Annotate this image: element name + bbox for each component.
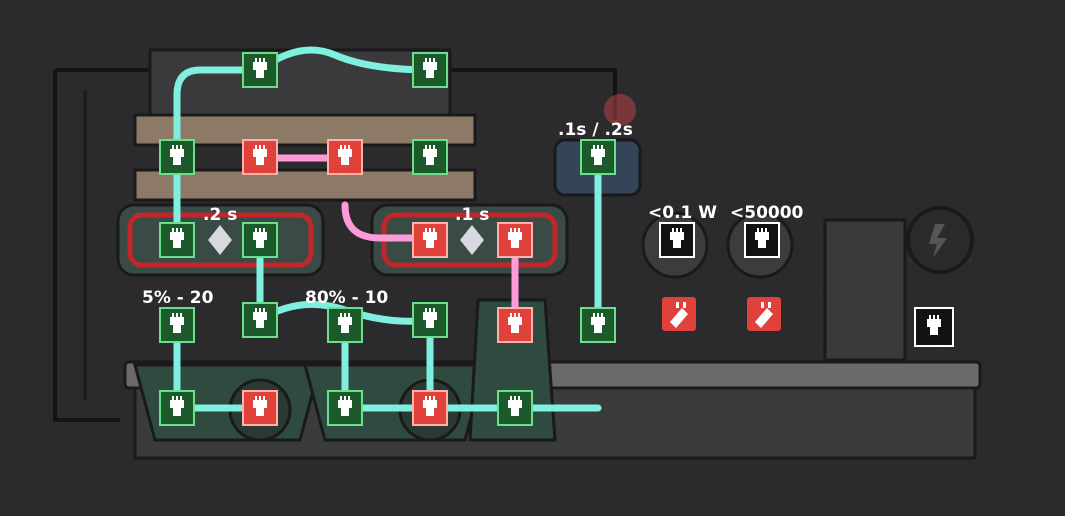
port-p14[interactable] (412, 302, 448, 338)
port-p17[interactable] (327, 390, 363, 426)
port-p25[interactable] (914, 307, 954, 347)
port-p19[interactable] (242, 390, 278, 426)
port-p13[interactable] (327, 307, 363, 343)
port-p24[interactable] (744, 222, 780, 258)
filter-right-diamond (460, 225, 484, 255)
power-sensor-label: <0.1 W (648, 203, 717, 223)
power-wire (53, 70, 120, 422)
timer-sensor-label: .1s / .2s (558, 120, 633, 140)
threshold-right-label: 80% - 10 (305, 288, 388, 308)
lamp-glow (604, 94, 636, 126)
no-power-warning-icon (662, 297, 696, 331)
filter-gate-left-ring (127, 212, 314, 268)
battery-bank (148, 48, 452, 117)
port-p22[interactable] (580, 307, 616, 343)
port-p7[interactable] (159, 222, 195, 258)
port-p11[interactable] (159, 307, 195, 343)
port-p12[interactable] (242, 302, 278, 338)
port-p10[interactable] (497, 222, 533, 258)
power-bolt-icon (929, 224, 947, 258)
filter-left-diamond (208, 225, 232, 255)
port-p9[interactable] (412, 222, 448, 258)
port-p1[interactable] (159, 139, 195, 175)
port-p3[interactable] (412, 52, 448, 88)
port-p6[interactable] (412, 139, 448, 175)
port-p20[interactable] (580, 139, 616, 175)
filter-left-label: .2 s (203, 205, 237, 225)
port-p8[interactable] (242, 222, 278, 258)
no-power-warning-icon (747, 297, 781, 331)
port-p5[interactable] (327, 139, 363, 175)
threshold-left-label: 5% - 20 (142, 288, 214, 308)
port-p18[interactable] (497, 390, 533, 426)
port-p16[interactable] (159, 390, 195, 426)
filter-right-label: .1 s (455, 205, 489, 225)
port-p15[interactable] (497, 307, 533, 343)
port-p21[interactable] (412, 390, 448, 426)
count-sensor-label: <50000 (730, 203, 804, 223)
port-p23[interactable] (659, 222, 695, 258)
transformer[interactable] (823, 218, 907, 362)
port-p4[interactable] (242, 139, 278, 175)
port-p2[interactable] (242, 52, 278, 88)
